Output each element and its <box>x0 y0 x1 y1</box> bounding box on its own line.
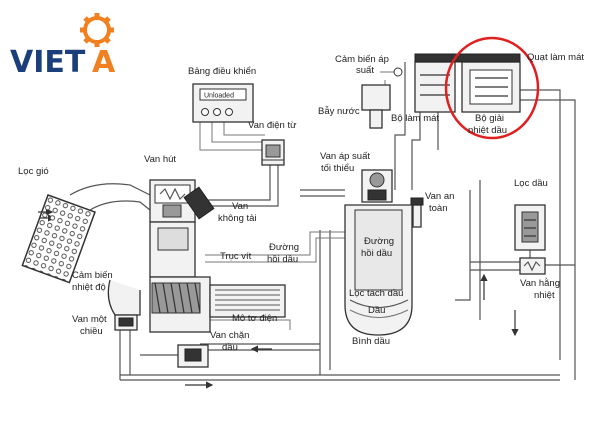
intake-valve <box>149 179 215 223</box>
label-oil-return-line: Đường <box>269 242 299 253</box>
highlight-circle <box>444 36 540 140</box>
label-temperature-sensor: nhiệt độ <box>72 282 106 293</box>
label-oil-cooler: nhiệt dầu <box>468 125 507 136</box>
logo-text-a: A <box>92 45 116 80</box>
gear-icon <box>80 13 114 47</box>
solenoid-valve <box>261 139 285 166</box>
label-temperature-sensor: Cảm biến <box>72 270 113 281</box>
panel-button <box>201 108 209 116</box>
control-panel: Unloaded <box>192 83 254 123</box>
label-unload-valve: không tải <box>218 213 257 224</box>
label-oil-stop-valve: dầu <box>222 342 238 353</box>
label-min-pressure-valve: Van áp suất <box>320 151 370 162</box>
label-solenoid-valve: Van điện từ <box>248 120 297 131</box>
pressure-sensor-icon <box>393 67 403 77</box>
min-pressure-valve <box>361 169 393 203</box>
label-thermostatic-valve: nhiệt <box>534 290 555 301</box>
oil-tank <box>344 204 413 336</box>
label-oil-separator: Lọc tách dầu <box>349 288 403 299</box>
label-control-panel: Bảng điều khiển <box>188 66 256 77</box>
label-oil-tank: Bình dầu <box>352 336 390 347</box>
check-valve <box>107 279 141 331</box>
label-oil-return-line-tank: Đường <box>364 236 394 247</box>
oil-stop-valve <box>177 344 209 368</box>
label-air-filter: Lọc gió <box>18 166 49 177</box>
label-oil-return-line: hồi dầu <box>267 254 298 265</box>
label-oil-filter: Lọc dầu <box>514 178 548 189</box>
cooling-fan <box>414 53 521 63</box>
label-cooling-fan: Quạt làm mát <box>527 52 584 63</box>
panel-button <box>225 108 233 116</box>
screw-compressor <box>149 221 211 333</box>
flow-arrows <box>38 208 519 389</box>
label-screw-shaft: Trục vít <box>220 251 252 262</box>
water-trap <box>361 67 403 129</box>
label-thermostatic-valve: Van hằng <box>520 278 560 289</box>
label-air-cooler: Bộ làm mát <box>391 113 439 124</box>
label-min-pressure-valve: tối thiểu <box>321 163 354 174</box>
logo: VIET A <box>10 13 116 80</box>
label-unload-valve: Van <box>232 201 248 212</box>
label-oil: Dầu <box>368 305 385 316</box>
label-pressure-sensor: Cảm biến áp <box>335 54 389 65</box>
label-oil-stop-valve: Van chặn <box>210 330 249 341</box>
electric-motor <box>209 284 286 318</box>
label-intake-valve: Van hút <box>144 154 176 165</box>
safety-valve <box>410 197 424 228</box>
label-check-valve: Van một <box>72 314 107 325</box>
panel-display-text: Unloaded <box>204 93 234 100</box>
label-oil-cooler: Bộ giải <box>475 113 504 124</box>
label-safety-valve: Van an <box>425 191 454 202</box>
panel-button <box>213 108 221 116</box>
label-check-valve: chiều <box>80 326 103 337</box>
label-safety-valve: toàn <box>429 203 448 214</box>
oil-filter <box>514 204 546 251</box>
thermostatic-valve <box>519 257 546 275</box>
air-filter <box>21 183 151 284</box>
label-pressure-sensor: suất <box>356 65 374 76</box>
label-oil-return-line-tank: hồi dầu <box>361 248 392 259</box>
logo-text-viet: VIET <box>10 45 86 80</box>
label-electric-motor: Mô tơ điện <box>232 313 277 324</box>
oil-cooler <box>461 61 521 113</box>
labels: Bảng điều khiển Cảm biến áp suất Quạt là… <box>18 52 584 353</box>
label-water-trap: Bẫy nước <box>318 106 360 117</box>
panel-display <box>199 88 247 101</box>
pipe-network <box>119 62 576 381</box>
